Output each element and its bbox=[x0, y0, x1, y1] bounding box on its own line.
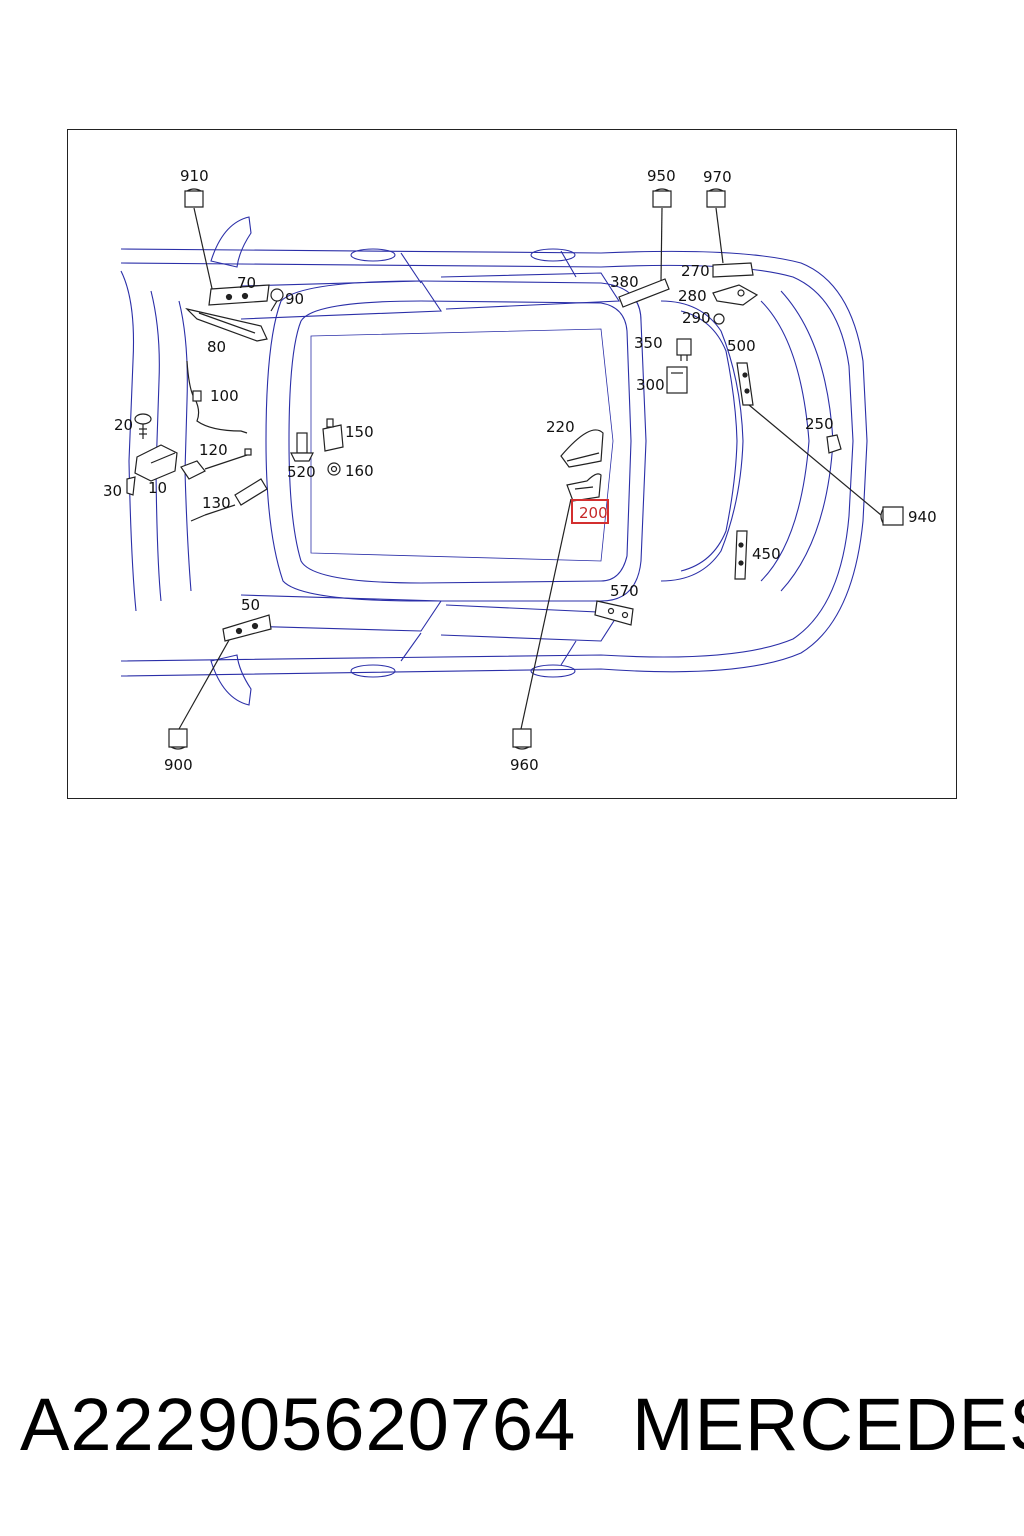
label-part-70: 70 bbox=[237, 274, 256, 292]
callout-tag-900 bbox=[168, 728, 188, 750]
label-callout-960: 960 bbox=[510, 756, 539, 774]
brand-name: MERCEDES bbox=[632, 1383, 1024, 1466]
label-part-200: 200 bbox=[579, 504, 608, 522]
label-part-250: 250 bbox=[805, 415, 834, 433]
highlight-box-200 bbox=[571, 499, 609, 524]
label-callout-940: 940 bbox=[908, 508, 937, 526]
label-part-220: 220 bbox=[546, 418, 575, 436]
label-part-280: 280 bbox=[678, 287, 707, 305]
label-part-270: 270 bbox=[681, 262, 710, 280]
part-380-strip bbox=[618, 278, 670, 308]
label-part-20: 20 bbox=[114, 416, 133, 434]
part-160-nut bbox=[327, 462, 341, 476]
leader-lines bbox=[178, 207, 882, 730]
part-100-cable bbox=[186, 360, 248, 434]
diagram-frame: 70 90 80 100 20 120 10 30 130 150 520 16… bbox=[67, 129, 957, 799]
part-450-strip bbox=[734, 530, 748, 580]
part-220-antenna-cover bbox=[560, 429, 604, 468]
label-callout-910: 910 bbox=[180, 167, 209, 185]
label-part-100: 100 bbox=[210, 387, 239, 405]
part-290-nut bbox=[713, 313, 725, 325]
label-part-90: 90 bbox=[285, 290, 304, 308]
label-part-120: 120 bbox=[199, 441, 228, 459]
vehicle-wiring-diagram: 70 90 80 100 20 120 10 30 130 150 520 16… bbox=[103, 167, 937, 774]
part-250-clip bbox=[826, 434, 842, 454]
label-part-150: 150 bbox=[345, 423, 374, 441]
part-90-bolt bbox=[270, 288, 284, 312]
part-280-mount bbox=[712, 284, 759, 306]
callout-tag-940 bbox=[880, 506, 904, 526]
part-120-cable bbox=[180, 448, 252, 480]
label-callout-900: 900 bbox=[164, 756, 193, 774]
part-50-strip bbox=[222, 614, 272, 642]
label-part-80: 80 bbox=[207, 338, 226, 356]
part-10-module bbox=[134, 444, 178, 482]
part-20-screw bbox=[134, 413, 152, 439]
callout-tag-970 bbox=[706, 188, 726, 208]
part-570-module bbox=[594, 600, 634, 626]
callout-tag-910 bbox=[184, 188, 204, 208]
part-300-module bbox=[666, 366, 688, 394]
callout-tag-950 bbox=[652, 188, 672, 208]
label-part-160: 160 bbox=[345, 462, 374, 480]
label-part-520: 520 bbox=[287, 463, 316, 481]
label-part-50: 50 bbox=[241, 596, 260, 614]
label-part-570: 570 bbox=[610, 582, 639, 600]
part-number: A222905620764 bbox=[20, 1383, 577, 1466]
label-callout-950: 950 bbox=[647, 167, 676, 185]
part-100-clip bbox=[192, 390, 202, 402]
part-130-cable bbox=[190, 478, 268, 522]
part-520-connector bbox=[290, 432, 314, 462]
footer: A222905620764 MERCEDES bbox=[0, 1380, 1024, 1470]
callout-labels: 910 950 970 940 900 960 bbox=[164, 167, 937, 774]
label-part-380: 380 bbox=[610, 273, 639, 291]
part-80-arm bbox=[185, 307, 268, 342]
label-part-290: 290 bbox=[682, 309, 711, 327]
part-70-bracket bbox=[208, 284, 270, 306]
part-270-bracket bbox=[712, 262, 754, 278]
label-part-10: 10 bbox=[148, 479, 167, 497]
parts bbox=[126, 262, 842, 642]
part-200-antenna bbox=[566, 473, 602, 502]
label-part-500: 500 bbox=[727, 337, 756, 355]
label-callout-970: 970 bbox=[703, 168, 732, 186]
part-30-clip bbox=[126, 476, 136, 496]
label-part-350: 350 bbox=[634, 334, 663, 352]
part-labels: 70 90 80 100 20 120 10 30 130 150 520 16… bbox=[103, 262, 834, 614]
callout-tag-960 bbox=[512, 728, 532, 750]
callout-tags bbox=[168, 188, 904, 750]
label-part-300: 300 bbox=[636, 376, 665, 394]
part-500-strip bbox=[736, 362, 754, 406]
label-part-30: 30 bbox=[103, 482, 122, 500]
label-part-450: 450 bbox=[752, 545, 781, 563]
part-350-connector bbox=[676, 338, 692, 361]
label-part-130: 130 bbox=[202, 494, 231, 512]
part-150-module bbox=[322, 418, 344, 452]
